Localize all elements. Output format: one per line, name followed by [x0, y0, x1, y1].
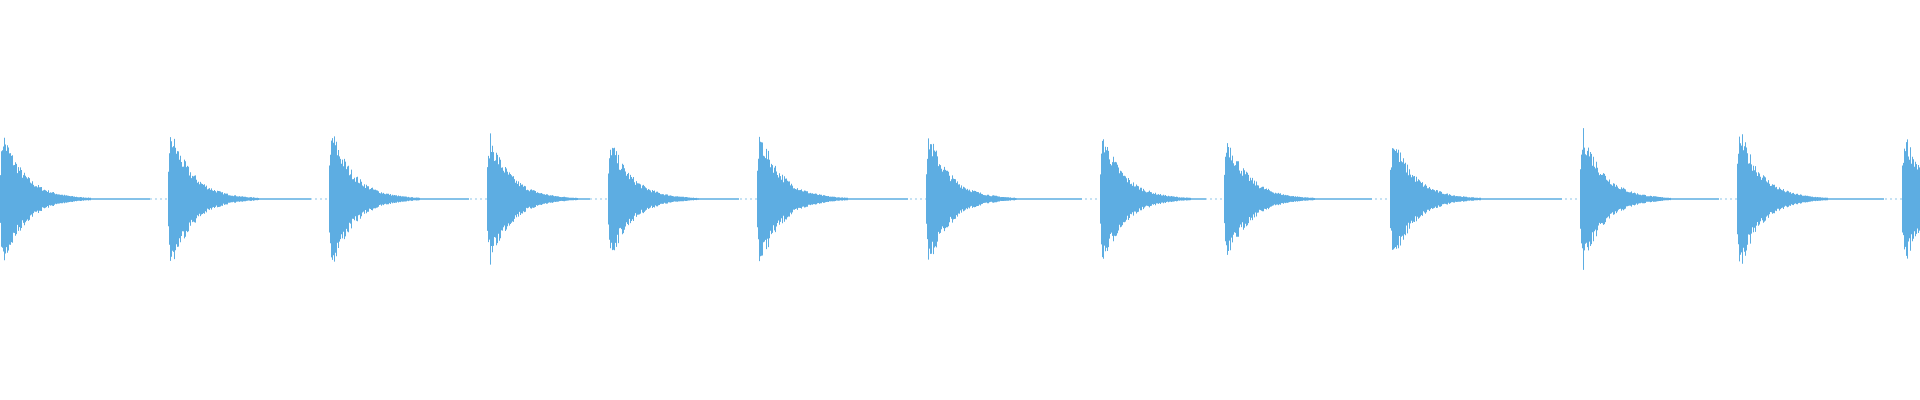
waveform-pulse [1224, 143, 1372, 255]
waveform-pulse [1902, 139, 1920, 259]
waveform-pulse [608, 147, 739, 251]
waveform-pulse [1100, 139, 1206, 259]
waveform-pulse [757, 136, 908, 262]
waveform-pulse [926, 138, 1082, 260]
waveform-pulse [1390, 148, 1562, 250]
waveform-pulse [168, 137, 311, 261]
waveform-pulse [487, 133, 590, 265]
waveform-pulse [1737, 134, 1884, 264]
waveform-pulse [1580, 128, 1719, 270]
waveform-pulse [0, 137, 150, 261]
waveform-pulse [329, 136, 469, 262]
